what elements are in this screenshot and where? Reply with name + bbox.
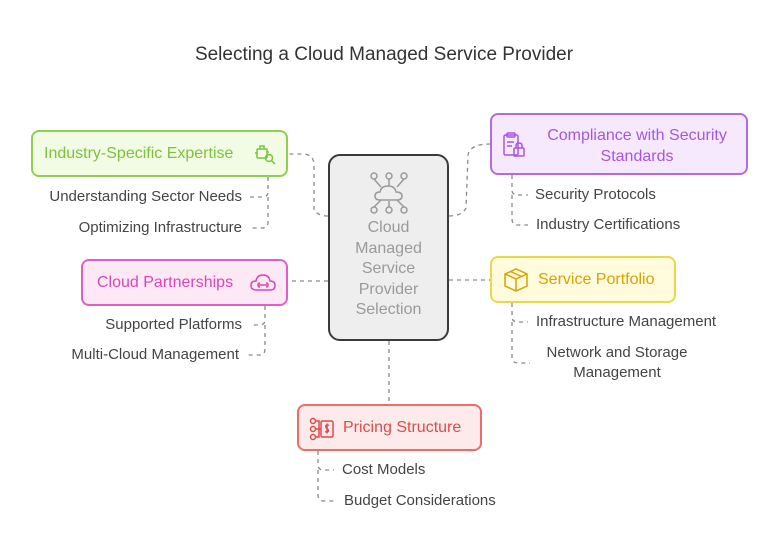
engine-search-icon — [254, 143, 276, 165]
topic-label: Service Portfolio — [538, 271, 655, 288]
list-item: Infrastructure Management — [536, 313, 717, 330]
topic-industry-expertise: Industry-Specific Expertise — [31, 130, 288, 177]
center-label-line: Service — [361, 260, 416, 277]
diagram-title: Selecting a Cloud Managed Service Provid… — [194, 44, 574, 65]
cloud-link-icon — [250, 272, 276, 294]
list-item: Understanding Sector Needs — [49, 188, 242, 205]
topic-label: Pricing Structure — [343, 419, 462, 436]
topic-label-line: Compliance with Security — [547, 127, 727, 144]
topic-service-portfolio: Service Portfolio — [490, 256, 676, 303]
topic-label-line: Standards — [600, 148, 674, 165]
pricing-flow-icon — [309, 417, 335, 441]
center-label-line: Cloud — [367, 219, 410, 236]
topic-compliance-security: Compliance with Security Standards — [490, 113, 748, 175]
center-label-line: Selection — [355, 301, 422, 318]
center-node: Cloud Managed Service Provider Selection — [328, 154, 449, 341]
center-label-line: Provider — [358, 280, 419, 298]
list-item: Supported Platforms — [105, 316, 242, 333]
list-item: Budget Considerations — [344, 492, 496, 509]
list-item: Security Protocols — [535, 186, 656, 203]
center-label-line: Managed — [355, 239, 422, 257]
topic-label: Industry-Specific Expertise — [44, 144, 234, 162]
list-item: Industry Certifications — [536, 216, 681, 233]
list-item-line: Management — [573, 364, 661, 381]
clipboard-lock-icon — [502, 132, 526, 158]
list-item-line: Network and Storage — [546, 344, 688, 361]
topic-pricing-structure: Pricing Structure — [297, 404, 482, 451]
box-icon — [502, 267, 530, 293]
list-item: Multi-Cloud Management — [71, 346, 239, 363]
list-item: Cost Models — [342, 461, 426, 478]
list-item: Network and Storage Management — [536, 343, 698, 383]
topic-cloud-partnerships: Cloud Partnerships — [81, 259, 288, 306]
list-item: Optimizing Infrastructure — [78, 219, 242, 236]
topic-label: Compliance with Security Standards — [532, 125, 742, 167]
network-cloud-icon — [369, 172, 408, 214]
topic-label: Cloud Partnerships — [97, 273, 234, 291]
center-label: Cloud Managed Service Provider Selection — [355, 218, 422, 321]
